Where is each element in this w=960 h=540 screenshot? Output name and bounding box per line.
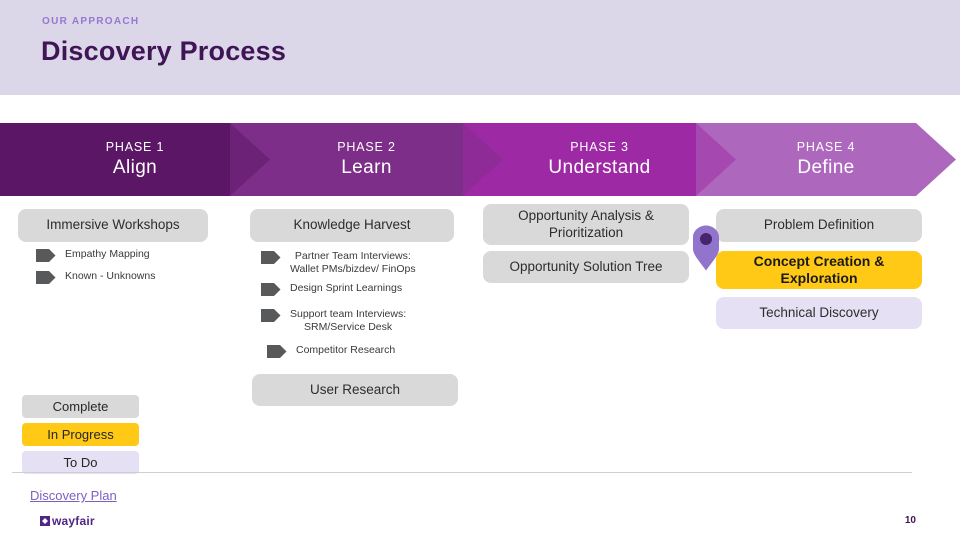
phase-2-chevron — [230, 123, 463, 196]
arrow-tag-icon — [36, 249, 56, 262]
legend-in-progress: In Progress — [22, 423, 139, 446]
bullet-label: Empathy Mapping — [65, 248, 150, 260]
discovery-plan-link[interactable]: Discovery Plan — [30, 488, 117, 503]
wayfair-mark-icon — [40, 516, 50, 526]
phase-3-kicker: PHASE 3 — [570, 140, 629, 154]
list-item: Known - Unknowns — [36, 270, 226, 284]
bullet-label: Partner Team Interviews:Wallet PMs/bizde… — [290, 250, 416, 275]
phase-2-label: PHASE 2 Learn — [230, 123, 503, 196]
list-item: Competitor Research — [267, 344, 457, 358]
phase-3-arrow-tip — [696, 123, 736, 196]
arrow-tag-icon — [267, 345, 287, 358]
legend-complete: Complete — [22, 395, 139, 418]
list-item: Empathy Mapping — [36, 248, 226, 262]
arrow-tag-icon — [261, 309, 281, 322]
immersive-workshops-box: Immersive Workshops — [18, 209, 208, 242]
phase-1-chevron — [0, 123, 230, 196]
eyebrow-label: OUR APPROACH — [42, 16, 140, 27]
legend-to-do: To Do — [22, 451, 139, 474]
footer-divider — [12, 472, 912, 473]
page-title: Discovery Process — [41, 36, 287, 66]
phase-2-arrow-tip — [463, 123, 503, 196]
align-bullet-list: Empathy Mapping Known - Unknowns — [36, 248, 226, 284]
phase-1-name: Align — [112, 157, 158, 178]
header-strip — [0, 0, 960, 95]
bullet-label: Support team Interviews:SRM/Service Desk — [290, 308, 407, 333]
arrow-tag-icon — [36, 271, 56, 284]
list-item: Design Sprint Learnings — [261, 282, 457, 296]
phase-1-label: PHASE 1 Align — [0, 123, 270, 196]
phase-4-label: PHASE 4 Define — [696, 123, 956, 196]
page-number: 10 — [904, 515, 916, 526]
phase-4-chevron — [696, 123, 956, 196]
brand-name: wayfair — [52, 514, 95, 528]
location-pin-icon — [693, 225, 719, 271]
phase-3-chevron — [463, 123, 696, 196]
phase-2-name: Learn — [341, 157, 392, 178]
bullet-label: Competitor Research — [296, 344, 396, 356]
opportunity-solution-tree-box: Opportunity Solution Tree — [483, 251, 689, 283]
list-item: Support team Interviews:SRM/Service Desk — [261, 308, 457, 334]
bullet-label: Known - Unknowns — [65, 270, 156, 282]
phase-1-arrow-tip — [230, 123, 270, 196]
problem-definition-box: Problem Definition — [716, 209, 922, 242]
technical-discovery-box: Technical Discovery — [716, 297, 922, 329]
arrow-tag-icon — [261, 283, 281, 296]
phase-2-kicker: PHASE 2 — [337, 140, 396, 154]
opportunity-analysis-box: Opportunity Analysis & Prioritization — [483, 204, 689, 245]
phase-chevron-band — [0, 123, 956, 196]
list-item: Partner Team Interviews:Wallet PMs/bizde… — [261, 250, 457, 276]
phase-3-label: PHASE 3 Understand — [463, 123, 736, 196]
phase-3-name: Understand — [548, 157, 651, 178]
phase-4-name: Define — [797, 157, 855, 178]
user-research-box: User Research — [252, 374, 458, 406]
bullet-label: Design Sprint Learnings — [290, 282, 403, 294]
knowledge-harvest-box: Knowledge Harvest — [250, 209, 454, 242]
learn-bullet-list: Partner Team Interviews:Wallet PMs/bizde… — [261, 250, 457, 358]
wayfair-logo: wayfair — [40, 514, 95, 528]
phase-1-kicker: PHASE 1 — [105, 140, 165, 154]
concept-creation-box: Concept Creation & Exploration — [716, 251, 922, 289]
arrow-tag-icon — [261, 251, 281, 264]
phase-4-kicker: PHASE 4 — [796, 140, 856, 154]
